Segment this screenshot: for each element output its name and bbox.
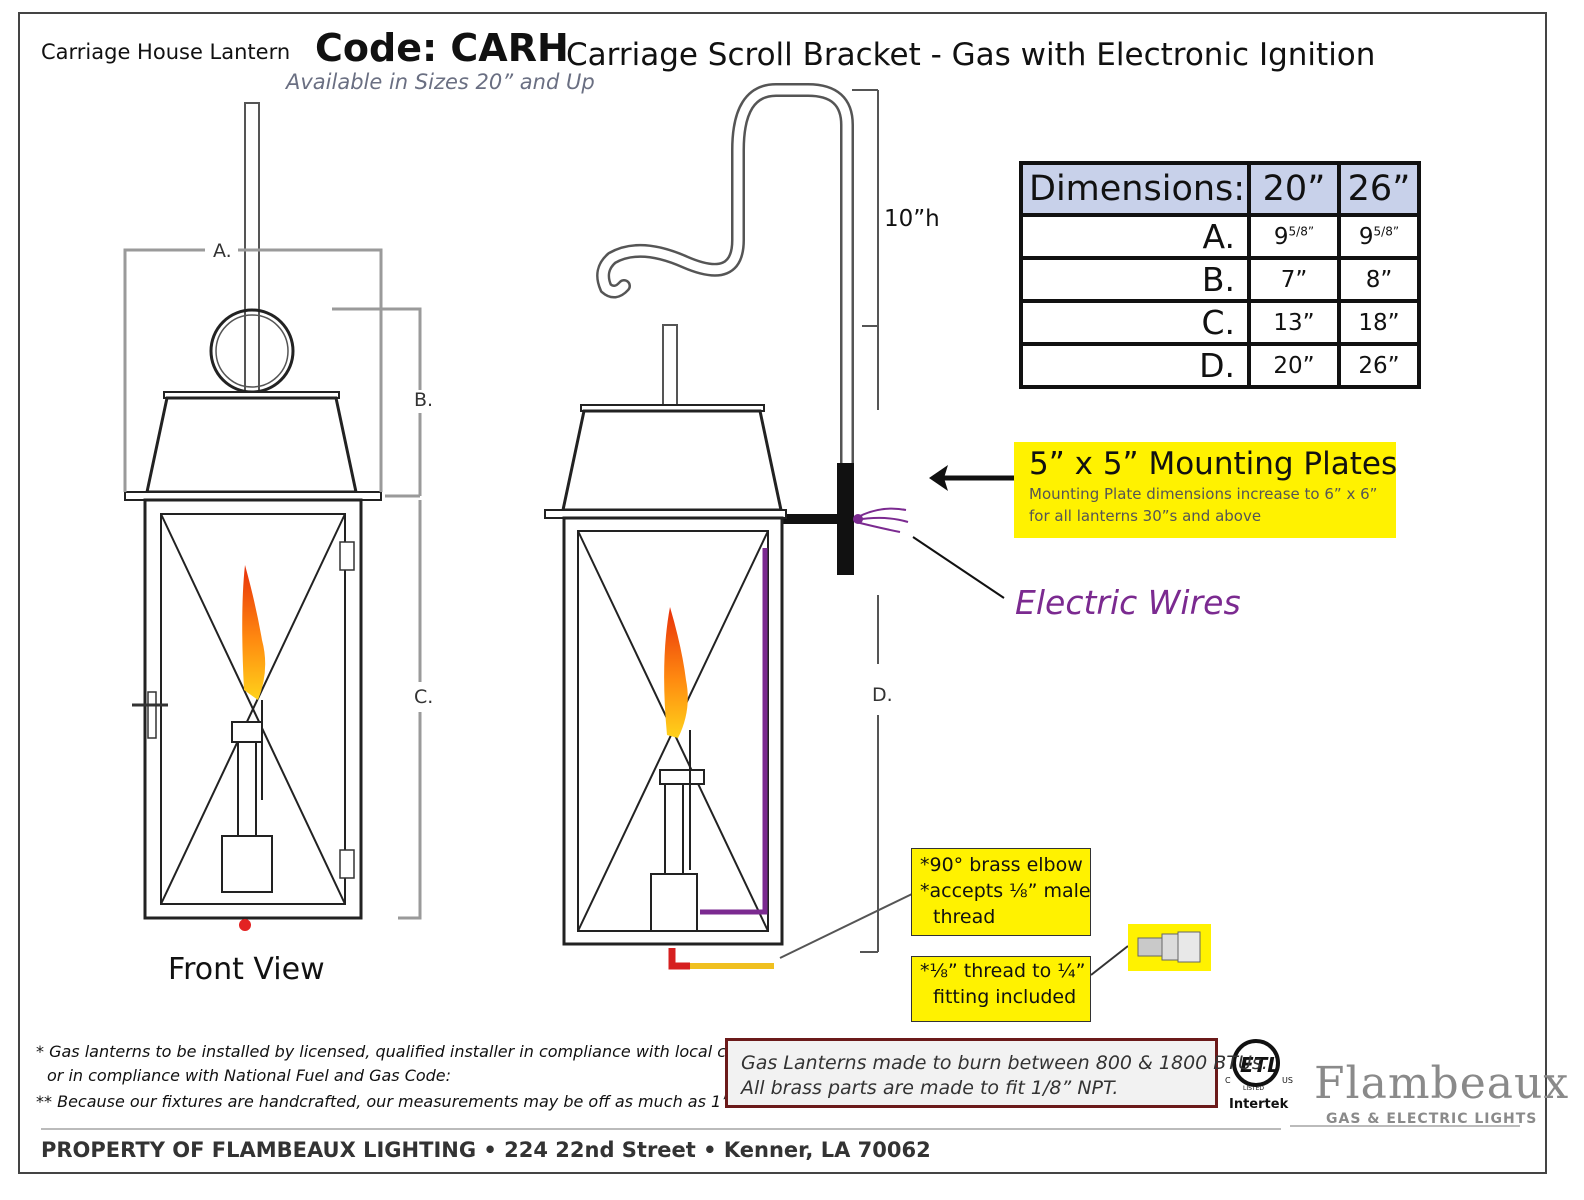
npt-line: All brass parts are made to fit 1/8” NPT… bbox=[741, 1077, 1119, 1099]
value-cell: 95/8” bbox=[1247, 213, 1341, 260]
page-border bbox=[18, 12, 1547, 1174]
value-cell: 7” bbox=[1247, 256, 1341, 303]
value-cell: 8” bbox=[1337, 256, 1421, 303]
value-cell: 18” bbox=[1337, 299, 1421, 346]
intertek-label: Intertek bbox=[1229, 1097, 1289, 1112]
logo-tagline: GAS & ELECTRIC LIGHTS bbox=[1326, 1111, 1538, 1127]
side-dimension-lines bbox=[852, 89, 879, 953]
brass-elbow-callout bbox=[911, 848, 1091, 936]
dim-label-c: C. bbox=[414, 686, 433, 708]
row-label: B. bbox=[1019, 256, 1251, 303]
table-row: B. 7” 8” bbox=[1019, 256, 1421, 303]
svg-text:LISTED: LISTED bbox=[1243, 1085, 1264, 1092]
brass-fitting-icon bbox=[1137, 931, 1201, 963]
side-view-lantern bbox=[544, 83, 913, 970]
fitting-leader bbox=[1090, 945, 1129, 976]
row-label: D. bbox=[1019, 342, 1251, 389]
sizes-note: Available in Sizes 20” and Up bbox=[286, 70, 595, 94]
front-view-lantern bbox=[124, 102, 382, 931]
callout-line: *⅛” thread to ¼” bbox=[920, 960, 1086, 982]
front-view-caption: Front View bbox=[168, 952, 325, 987]
mounting-plates-title: 5” x 5” Mounting Plates bbox=[1029, 446, 1398, 482]
mounting-arrow-head bbox=[929, 465, 948, 491]
mounting-note: for all lanterns 30”s and above bbox=[1029, 507, 1262, 525]
flambeaux-logo: Flambeaux bbox=[1314, 1058, 1570, 1109]
table-row: A. 95/8” 95/8” bbox=[1019, 213, 1421, 260]
wires-leader bbox=[912, 536, 1005, 599]
svg-text:US: US bbox=[1282, 1076, 1293, 1085]
value-cell: 13” bbox=[1247, 299, 1341, 346]
table-row: D. 20” 26” bbox=[1019, 342, 1421, 389]
svg-text:C: C bbox=[1225, 1076, 1231, 1085]
bracket-height-label: 10”h bbox=[884, 206, 940, 232]
dim-label-b: B. bbox=[414, 389, 433, 411]
header-cell: 26” bbox=[1337, 161, 1421, 217]
product-code: Code: CARH bbox=[315, 26, 569, 70]
svg-text:ETL: ETL bbox=[1240, 1053, 1280, 1077]
footnote-install-cont: or in compliance with National Fuel and … bbox=[47, 1066, 452, 1085]
electric-wires-label: Electric Wires bbox=[1015, 583, 1241, 622]
dimensions-table: Dimensions: 20” 26” A. 95/8” 95/8” B. 7”… bbox=[1019, 161, 1421, 389]
header-cell: Dimensions: bbox=[1019, 161, 1251, 217]
value-cell: 20” bbox=[1247, 342, 1341, 389]
front-dimension-lines bbox=[123, 248, 422, 920]
mounting-note: Mounting Plate dimensions increase to 6”… bbox=[1029, 485, 1378, 503]
callout-line: thread bbox=[933, 906, 996, 928]
btu-line: Gas Lanterns made to burn between 800 & … bbox=[741, 1052, 1268, 1074]
callout-line: *90° brass elbow bbox=[920, 854, 1083, 876]
callout-line: fitting included bbox=[933, 986, 1077, 1008]
header-cell: 20” bbox=[1247, 161, 1341, 217]
row-label: C. bbox=[1019, 299, 1251, 346]
property-footer: PROPERTY OF FLAMBEAUX LIGHTING • 224 22n… bbox=[41, 1138, 931, 1162]
product-name: Carriage House Lantern bbox=[41, 40, 291, 64]
table-row: C. 13” 18” bbox=[1019, 299, 1421, 346]
footnote-handcrafted: ** Because our fixtures are handcrafted,… bbox=[36, 1092, 735, 1111]
callout-line: *accepts ⅛” male bbox=[920, 880, 1091, 902]
dim-label-a: A. bbox=[213, 240, 232, 262]
btu-info-box bbox=[725, 1038, 1218, 1108]
row-label: A. bbox=[1019, 213, 1251, 260]
table-header-row: Dimensions: 20” 26” bbox=[1019, 161, 1421, 217]
mounting-plates-box bbox=[1014, 442, 1396, 538]
product-description: Carriage Scroll Bracket - Gas with Elect… bbox=[566, 37, 1376, 73]
brass-fitting-image bbox=[1128, 924, 1211, 971]
dim-label-d: D. bbox=[872, 684, 893, 706]
divider bbox=[41, 1128, 1281, 1130]
value-cell: 95/8” bbox=[1337, 213, 1421, 260]
value-cell: 26” bbox=[1337, 342, 1421, 389]
fitting-callout bbox=[911, 956, 1091, 1022]
footnote-install: * Gas lanterns to be installed by licens… bbox=[36, 1042, 770, 1061]
etl-listed-icon: ETL C US LISTED bbox=[1225, 1039, 1293, 1092]
